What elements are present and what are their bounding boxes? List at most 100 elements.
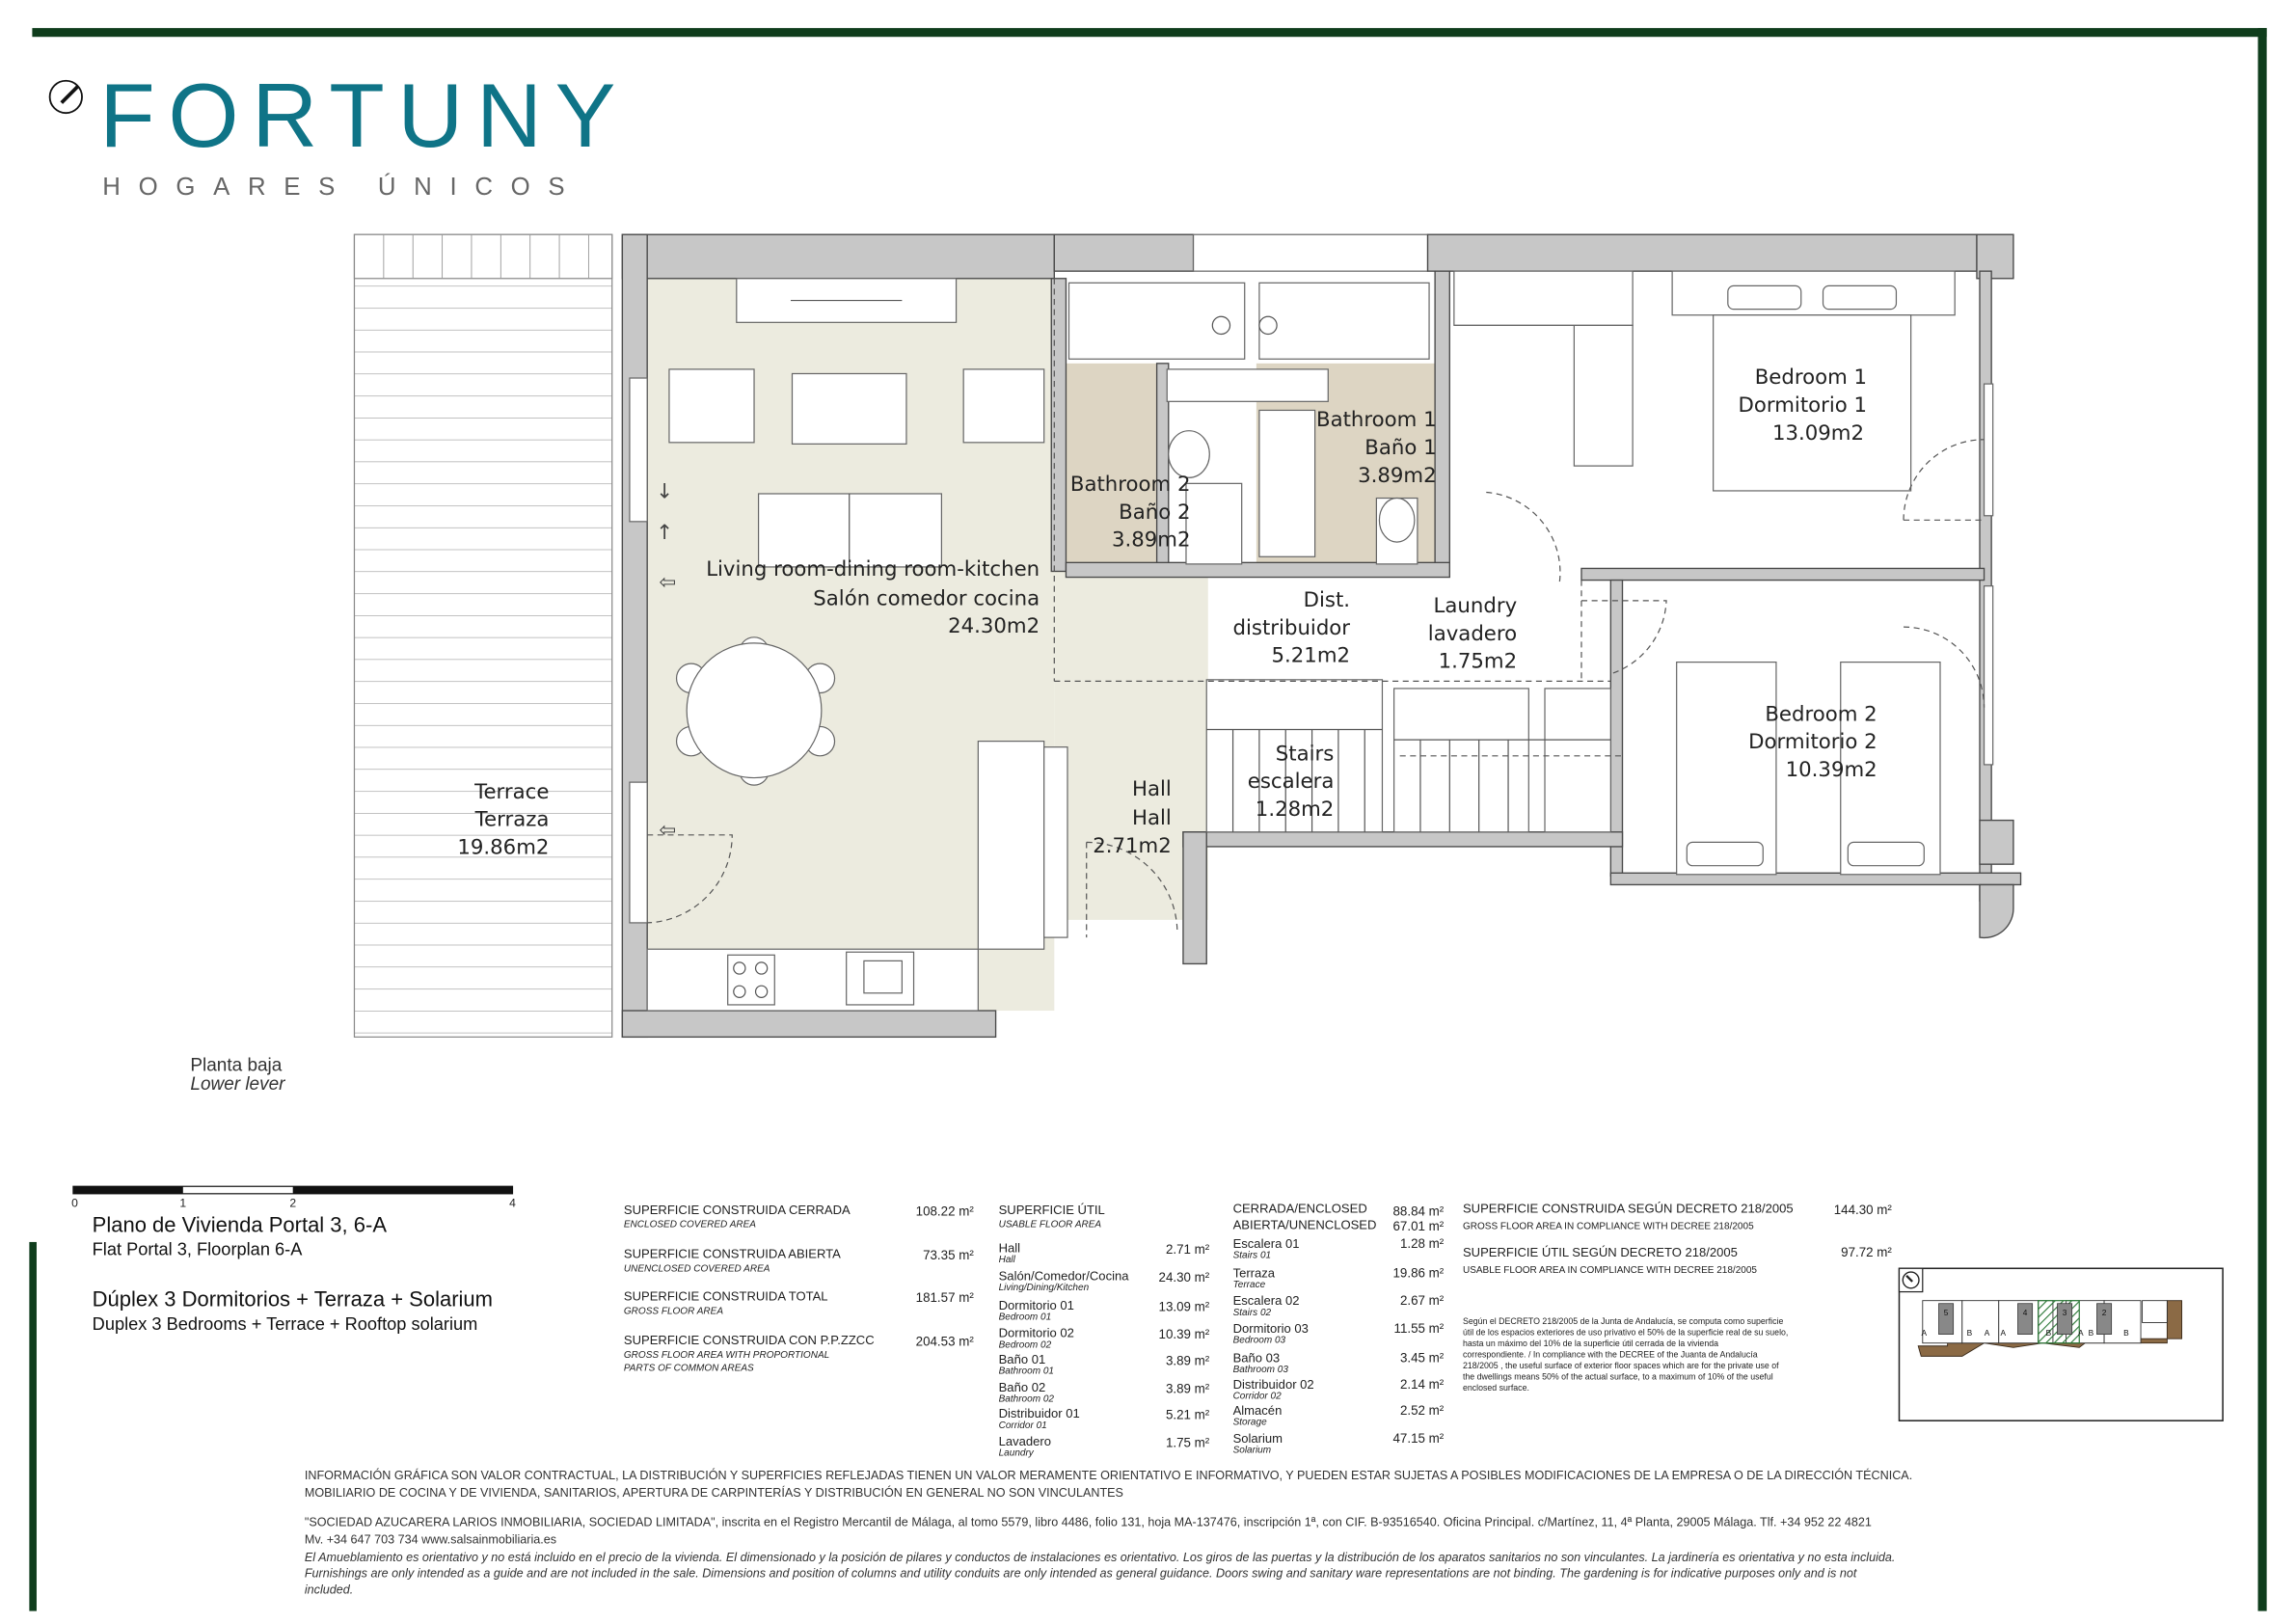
dining-table — [675, 636, 836, 786]
decree-built-sub: GROSS FLOOR AREA IN COMPLIANCE WITH DECR… — [1463, 1221, 1754, 1231]
usable2-item-value: 47.15 m² — [1393, 1431, 1445, 1446]
bed1-label-en: Bedroom 1 — [1755, 365, 1867, 390]
footer-line: Mv. +34 647 703 734 www.salsainmobiliari… — [305, 1533, 556, 1547]
bath1-area: 3.89m2 — [1358, 464, 1437, 488]
unit-letter: B — [2046, 1328, 2052, 1338]
portal-number: 3 — [2063, 1308, 2067, 1317]
scale-tick: 0 — [71, 1196, 78, 1209]
built-area-sub: ENCLOSED COVERED AREA — [624, 1220, 756, 1231]
dist-label-en: Dist. — [1304, 588, 1350, 612]
usable2-item-sub: Solarium — [1233, 1446, 1272, 1456]
unit-letter: A — [1922, 1328, 1928, 1338]
laundry-area: 1.75m2 — [1439, 650, 1518, 674]
portal-number: 4 — [2023, 1308, 2028, 1317]
built-area-label: SUPERFICIE CONSTRUIDA CERRADA — [624, 1203, 851, 1217]
usable-item-value: 3.89 m² — [1166, 1381, 1210, 1395]
hall-label-en: Hall — [1132, 777, 1172, 801]
terrace-area — [353, 233, 613, 1038]
usable-area-table-2: CERRADA/ENCLOSED 88.84 m² ABIERTA/UNENCL… — [1233, 1202, 1445, 1456]
usable-item-label: Baño 01 — [999, 1352, 1046, 1366]
usable-area-table: SUPERFICIE ÚTIL USABLE FLOOR AREA HallHa… — [999, 1203, 1210, 1459]
bath2-area: 3.89m2 — [1112, 528, 1191, 553]
unenclosed-label: ABIERTA/UNENCLOSED — [1233, 1217, 1377, 1231]
usable2-item-label: Almacén — [1233, 1403, 1283, 1418]
unit-letter: A — [2001, 1328, 2007, 1338]
bed1-label-es: Dormitorio 1 — [1738, 393, 1867, 418]
living-label-en: Living room-dining room-kitchen — [706, 557, 1040, 582]
footer-line: included. — [305, 1582, 353, 1596]
built-area-label: SUPERFICIE CONSTRUIDA TOTAL — [624, 1289, 828, 1304]
built-area-value: 73.35 m² — [923, 1248, 974, 1262]
bed2-label-es: Dormitorio 2 — [1748, 730, 1877, 754]
built-area-sub: GROSS FLOOR AREA — [624, 1306, 723, 1316]
usable-item-label: Distribuidor 01 — [999, 1406, 1080, 1420]
decree-usable-sub: USABLE FLOOR AREA IN COMPLIANCE WITH DEC… — [1463, 1265, 1757, 1276]
usable2-item-value: 1.28 m² — [1400, 1236, 1445, 1251]
title-block: Plano de Vivienda Portal 3, 6-A Flat Por… — [93, 1212, 493, 1334]
usable2-item-value: 3.45 m² — [1400, 1350, 1445, 1365]
svg-text:⇦: ⇦ — [659, 818, 676, 842]
bathroom-2-floor — [1066, 363, 1157, 569]
footer-line: MOBILIARIO DE COCINA Y DE VIVIENDA, SANI… — [305, 1485, 1123, 1500]
decree-note-line: 218/2005 , the useful surface of exterio… — [1463, 1361, 1779, 1370]
stairs-area: 1.28m2 — [1256, 798, 1335, 822]
dist-label-es: distribuidor — [1233, 616, 1351, 640]
usable-item-label: Baño 02 — [999, 1380, 1046, 1394]
footer-line: El Amueblamiento es orientativo y no est… — [305, 1551, 1896, 1564]
usable-item-label: Dormitorio 01 — [999, 1298, 1074, 1312]
usable-header-sub: USABLE FLOOR AREA — [999, 1220, 1102, 1231]
portal-number: 2 — [2102, 1308, 2107, 1317]
usable-item-sub: Laundry — [999, 1448, 1035, 1459]
usable2-item-label: Dormitorio 03 — [1233, 1321, 1309, 1336]
usable2-item-label: Escalera 02 — [1233, 1293, 1300, 1308]
brand-name: FORTUNY — [99, 65, 629, 166]
usable2-item-sub: Stairs 01 — [1233, 1251, 1272, 1261]
level-label-en: Lower lever — [190, 1074, 285, 1095]
stairs-label-en: Stairs — [1276, 742, 1335, 766]
usable-item-sub: Bedroom 01 — [999, 1312, 1052, 1322]
built-area-value: 204.53 m² — [916, 1335, 975, 1349]
decree-note-line: útil de los espacios exteriores de uso p… — [1463, 1328, 1788, 1338]
laundry-label-es: lavadero — [1428, 622, 1517, 646]
svg-text:↑: ↑ — [656, 521, 673, 545]
built-area-value: 108.22 m² — [916, 1204, 975, 1219]
usable2-item-label: Escalera 01 — [1233, 1236, 1300, 1251]
room-labels: Living room-dining room-kitchen Salón co… — [457, 365, 1877, 859]
enclosed-label: CERRADA/ENCLOSED — [1233, 1202, 1367, 1216]
footer-line: "SOCIEDAD AZUCARERA LARIOS INMOBILIARIA,… — [305, 1516, 1872, 1529]
built-area-table: SUPERFICIE CONSTRUIDA CERRADA ENCLOSED CO… — [624, 1203, 974, 1373]
scale-bar: 0 1 2 4 — [71, 1185, 516, 1209]
bed2-label-en: Bedroom 2 — [1765, 702, 1877, 726]
bath2-label-es: Baño 2 — [1119, 500, 1190, 525]
decree-note-line: enclosed surface. — [1463, 1383, 1529, 1393]
living-label-es: Salón comedor cocina — [813, 586, 1040, 610]
living-area: 24.30m2 — [948, 614, 1040, 638]
usable-item-value: 5.21 m² — [1166, 1408, 1210, 1422]
unenclosed-value: 67.01 m² — [1393, 1219, 1445, 1233]
usable2-item-sub: Storage — [1233, 1418, 1268, 1428]
decree-built-value: 144.30 m² — [1834, 1203, 1893, 1217]
stairs-label-es: escalera — [1248, 770, 1335, 794]
terrace-area: 19.86m2 — [457, 836, 549, 860]
dist-area: 5.21m2 — [1272, 644, 1351, 668]
unit-letter: B — [2089, 1328, 2094, 1338]
decree-usable-label: SUPERFICIE ÚTIL SEGÚN DECRETO 218/2005 — [1463, 1245, 1738, 1259]
usable-item-sub: Bathroom 01 — [999, 1366, 1054, 1377]
built-area-value: 181.57 m² — [916, 1290, 975, 1305]
decree-table: SUPERFICIE CONSTRUIDA SEGÚN DECRETO 218/… — [1463, 1202, 1892, 1393]
usable2-item-value: 11.55 m² — [1394, 1321, 1445, 1336]
usable-item-sub: Bathroom 02 — [999, 1393, 1055, 1404]
portal-number: 5 — [1944, 1308, 1949, 1317]
usable-item-value: 2.71 m² — [1166, 1242, 1210, 1257]
built-area-sub: GROSS FLOOR AREA WITH PROPORTIONAL — [624, 1350, 829, 1361]
scale-tick: 1 — [179, 1196, 186, 1209]
bath1-label-es: Baño 1 — [1364, 436, 1436, 460]
svg-text:⇦: ⇦ — [659, 571, 676, 595]
scale-tick: 2 — [289, 1196, 296, 1209]
usable-item-sub: Corridor 01 — [999, 1420, 1047, 1431]
usable-item-label: Salón/Comedor/Cocina — [999, 1268, 1130, 1283]
level-label-es: Planta baja — [190, 1055, 282, 1075]
built-area-sub: PARTS OF COMMON AREAS — [624, 1364, 754, 1374]
unit-letter: B — [1967, 1328, 1973, 1338]
